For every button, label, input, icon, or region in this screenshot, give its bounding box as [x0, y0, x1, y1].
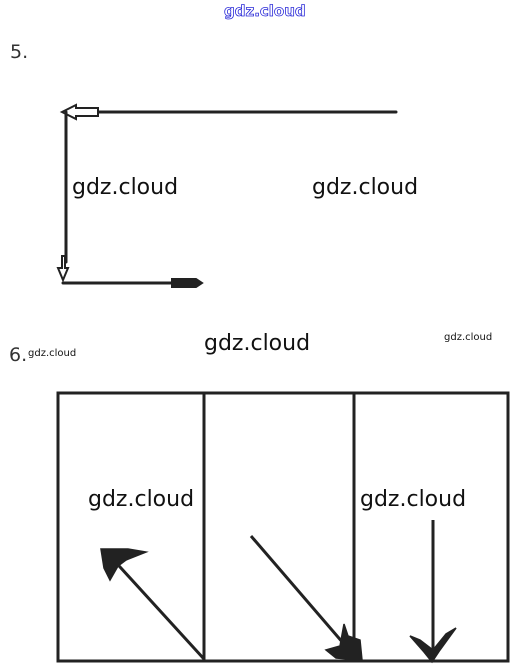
- p6-cell2-arrow-line: [249, 535, 352, 652]
- p6-cell1-arrow-line: [108, 554, 206, 661]
- watermark-text: gdz.cloud: [312, 175, 419, 200]
- watermark-text: gdz.cloud: [204, 331, 311, 356]
- p6-cell1-arrowhead: [100, 548, 149, 582]
- watermark-text: gdz.cloud: [28, 348, 77, 359]
- p5-top-arrowhead: [59, 103, 99, 121]
- p6-cell2-arrowhead: [324, 623, 363, 661]
- watermark-text: gdz.cloud: [72, 175, 179, 200]
- header-watermark: gdz.cloud: [224, 2, 306, 21]
- p6-outer-frame: [56, 391, 510, 663]
- p5-down-arrowhead: [56, 255, 70, 283]
- problem-number-5: 5.: [10, 41, 29, 63]
- watermark-text: gdz.cloud: [88, 487, 195, 512]
- p6-cell3-arrowhead: [409, 627, 457, 664]
- watermark-text: gdz.cloud: [360, 487, 467, 512]
- problem-5-figure: [56, 103, 398, 288]
- p5-right-arrowhead: [171, 278, 204, 288]
- problem-6-figure: [56, 391, 510, 664]
- watermark-text: gdz.cloud: [444, 332, 493, 343]
- problem-number-6: 6.: [9, 344, 28, 366]
